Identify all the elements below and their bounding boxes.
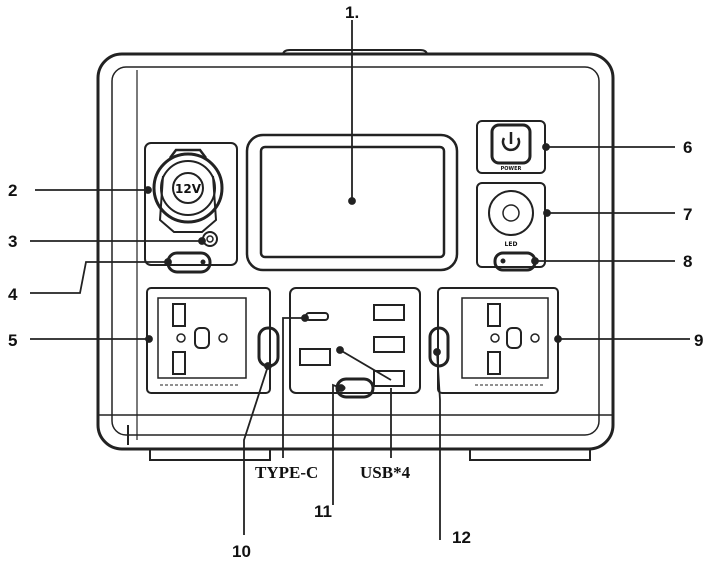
led-light <box>488 190 534 236</box>
usb-port-3 <box>373 370 405 387</box>
ac-switch-left <box>257 326 280 368</box>
callout-10: 10 <box>232 542 251 561</box>
type-c-caption: TYPE-C <box>255 463 318 482</box>
usb-panel <box>289 287 421 399</box>
led-panel <box>476 182 546 272</box>
car-socket-panel <box>144 142 238 274</box>
ac-outlet-right <box>437 287 559 394</box>
car-socket-label: 12V <box>175 182 202 196</box>
device-body <box>96 49 615 461</box>
power-button <box>490 123 532 165</box>
power-icon <box>501 132 521 152</box>
callout-numbers: 1. 2 3 4 5 6 7 8 9 10 11 12 <box>8 3 703 561</box>
leader-lines <box>30 20 690 540</box>
callout-3: 3 <box>8 232 17 251</box>
ac-outlet-left <box>146 287 271 394</box>
callout-5: 5 <box>8 331 17 350</box>
type-c-port <box>305 312 329 321</box>
callout-12: 12 <box>452 528 471 547</box>
callout-4: 4 <box>8 285 18 304</box>
usb-caption: USB*4 <box>360 463 411 482</box>
callout-7: 7 <box>683 205 692 224</box>
car-socket-icon <box>152 148 224 233</box>
callout-1: 1. <box>345 3 359 22</box>
led-label: LED <box>505 241 518 248</box>
usb-port-1 <box>373 304 405 321</box>
usb-port-left <box>299 348 331 366</box>
callout-6: 6 <box>683 138 692 157</box>
callout-11: 11 <box>314 502 332 521</box>
callout-2: 2 <box>8 181 17 200</box>
usb-port-2 <box>373 336 405 353</box>
usb-switch <box>335 377 375 399</box>
ac-switch-right <box>428 326 450 368</box>
callout-9: 9 <box>694 331 703 350</box>
callout-8: 8 <box>683 252 692 271</box>
power-label: POWER <box>501 166 522 172</box>
